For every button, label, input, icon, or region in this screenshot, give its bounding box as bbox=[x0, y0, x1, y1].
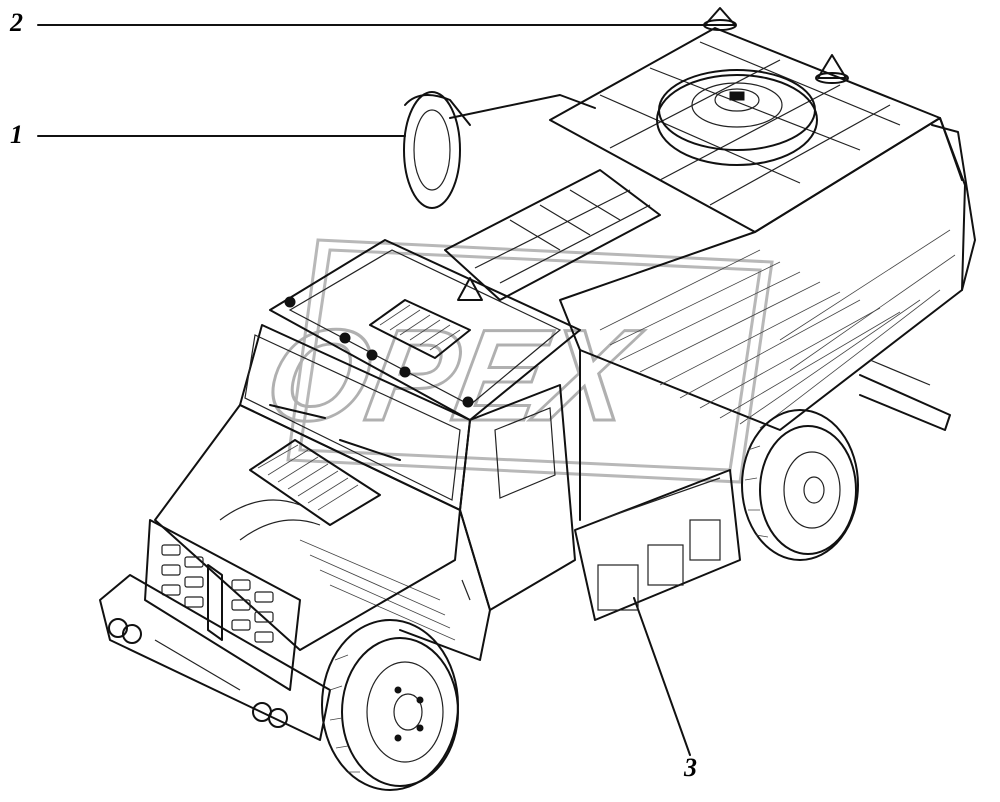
front-bumper bbox=[99, 574, 331, 741]
cab bbox=[239, 239, 581, 661]
hose-reel bbox=[403, 91, 596, 209]
spare-wheel bbox=[656, 69, 818, 166]
beacon-rear bbox=[815, 54, 849, 84]
watermark-text: ОРЕХ bbox=[256, 302, 650, 448]
grille bbox=[144, 519, 301, 691]
hood bbox=[154, 404, 461, 651]
rear-wheel bbox=[741, 409, 859, 561]
beacon-2 bbox=[703, 7, 737, 31]
front-wheel bbox=[321, 619, 459, 791]
callout-label-1: 1 bbox=[10, 120, 23, 149]
watermark: ОРЕХ bbox=[255, 238, 774, 484]
callout-label-2: 2 bbox=[10, 8, 23, 37]
leader-line-3 bbox=[633, 597, 691, 756]
equipment-compartments bbox=[574, 469, 741, 621]
callout-label-3: 3 bbox=[684, 753, 697, 782]
chassis-rear bbox=[859, 359, 951, 431]
ladder bbox=[444, 169, 661, 301]
tank bbox=[549, 27, 976, 521]
